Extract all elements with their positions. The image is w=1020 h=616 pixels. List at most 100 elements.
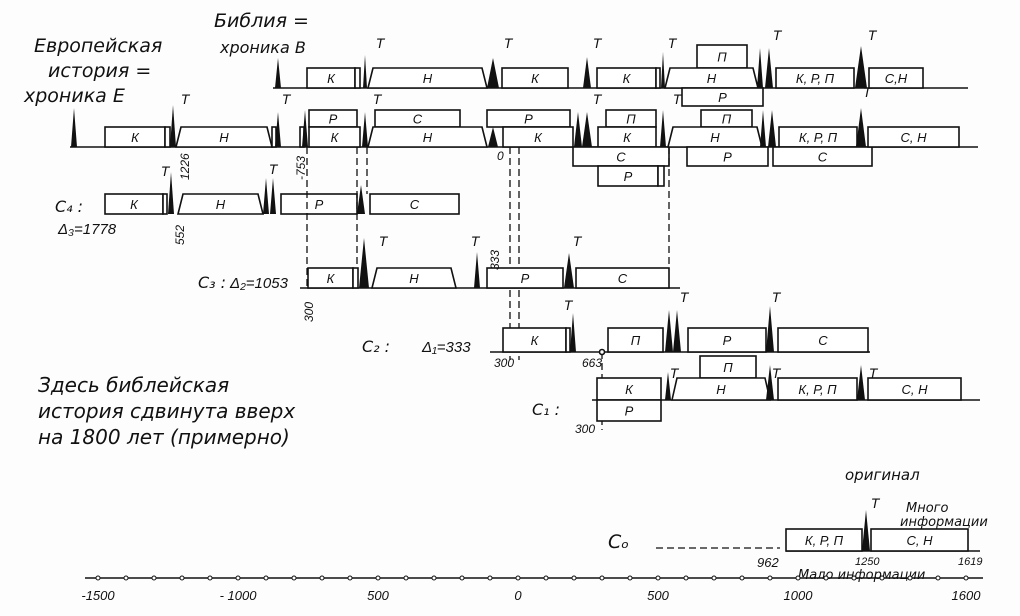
period-box — [687, 327, 767, 353]
war-spike-icon — [359, 238, 369, 288]
t-marker-label: Т — [673, 91, 683, 107]
period-label: К — [531, 333, 540, 348]
period-box — [772, 146, 873, 167]
period-box — [777, 377, 858, 401]
period-box — [162, 193, 168, 215]
title-europe: Европейская история = хроника Е — [23, 35, 162, 107]
t-marker-label: Т — [181, 91, 191, 107]
t-marker-label: Т — [863, 84, 873, 100]
period-box — [502, 126, 574, 148]
delta-label: Δ₂=1053 — [229, 275, 289, 292]
war-spike-icon — [856, 108, 866, 147]
axis-tick — [935, 575, 941, 581]
period-trapezoid — [176, 193, 265, 215]
axis-tick-label: 500 — [367, 588, 389, 603]
period-box — [686, 146, 769, 167]
war-spike-icon — [170, 105, 176, 147]
period-box — [868, 67, 924, 89]
period-label: С — [413, 112, 423, 127]
axis-tick — [207, 575, 213, 581]
axis-tick — [291, 575, 297, 581]
axis-tick — [515, 575, 521, 581]
t-marker-label: Т — [161, 163, 171, 179]
period-box — [596, 399, 662, 422]
war-spike-icon — [488, 127, 498, 147]
axis-tick — [459, 575, 465, 581]
period-label: С, Н — [907, 533, 934, 548]
axis-tick — [571, 575, 577, 581]
period-label: П — [717, 50, 727, 65]
war-spike-icon — [168, 172, 174, 214]
axis-tick — [487, 575, 493, 581]
period-label: К — [625, 382, 634, 397]
t-marker-label: Т — [869, 365, 879, 381]
delta-label: Δ₁=333 — [421, 339, 471, 356]
war-spike-icon — [474, 252, 480, 288]
axis-tick — [375, 575, 381, 581]
much-info-label: информации — [900, 515, 988, 530]
t-marker-label: Т — [471, 233, 481, 249]
period-label: Р — [521, 271, 530, 286]
axis-tick-label: 0 — [514, 588, 522, 603]
period-label: Р — [723, 150, 732, 165]
war-spike-icon — [564, 253, 574, 288]
period-trapezoid — [670, 377, 772, 401]
t-marker-label: Т — [269, 161, 279, 177]
period-box — [502, 327, 567, 353]
war-spike-icon — [583, 57, 591, 88]
axis-tick-label: - 1000 — [220, 588, 258, 603]
t-marker-label: Т — [282, 91, 292, 107]
period-box — [352, 267, 359, 289]
war-spike-icon — [582, 112, 592, 147]
period-label: К — [131, 130, 140, 145]
marker-circle — [598, 348, 606, 356]
period-trapezoid — [366, 126, 489, 148]
number-label: 0 — [497, 149, 504, 163]
period-label: Н — [216, 197, 226, 212]
axis-tick — [263, 575, 269, 581]
period-label: С — [818, 150, 828, 165]
axis-tick — [655, 575, 661, 581]
period-label: С, Н — [902, 382, 929, 397]
t-marker-label: Т — [668, 35, 678, 51]
axis-tick — [431, 575, 437, 581]
period-label: Н — [710, 130, 720, 145]
axis-tick — [179, 575, 185, 581]
war-spike-icon — [665, 310, 673, 352]
period-label: Р — [723, 333, 732, 348]
t-marker-label: Т — [593, 91, 603, 107]
row-name-c4: C₄ : — [55, 197, 83, 216]
note-line: Здесь библейская — [38, 373, 229, 397]
axis-tick — [599, 575, 605, 581]
title-europe-line: Европейская — [34, 35, 162, 57]
t-marker-label: Т — [772, 289, 782, 305]
period-label: Н — [219, 130, 229, 145]
war-spike-icon — [570, 313, 576, 352]
period-box — [777, 327, 869, 353]
war-spike-icon — [857, 365, 865, 400]
axis-tick-label: -1500 — [81, 588, 115, 603]
axis-tick — [403, 575, 409, 581]
war-spike-icon — [673, 310, 681, 352]
delta-label: Δ₃=1778 — [57, 221, 117, 238]
axis-tick-label: 1000 — [784, 588, 814, 603]
period-box — [164, 126, 171, 148]
war-spike-icon — [357, 185, 365, 214]
period-box — [369, 193, 460, 215]
rotated-number: -753 — [294, 156, 308, 180]
period-box — [486, 267, 564, 289]
war-spike-icon — [302, 110, 308, 147]
war-spike-icon — [862, 510, 870, 551]
period-label: К, Р, П — [796, 71, 835, 86]
t-marker-label: Т — [564, 297, 574, 313]
war-spike-icon — [766, 365, 774, 400]
period-label: Н — [423, 130, 433, 145]
war-spike-icon — [270, 178, 276, 214]
t-marker-label: Т — [373, 91, 383, 107]
period-label: К, Р, П — [799, 130, 838, 145]
period-trapezoid — [174, 126, 274, 148]
note-text: Здесь библейская история сдвинута вверх … — [38, 373, 295, 449]
period-box — [607, 327, 664, 353]
axis-tick — [795, 575, 801, 581]
